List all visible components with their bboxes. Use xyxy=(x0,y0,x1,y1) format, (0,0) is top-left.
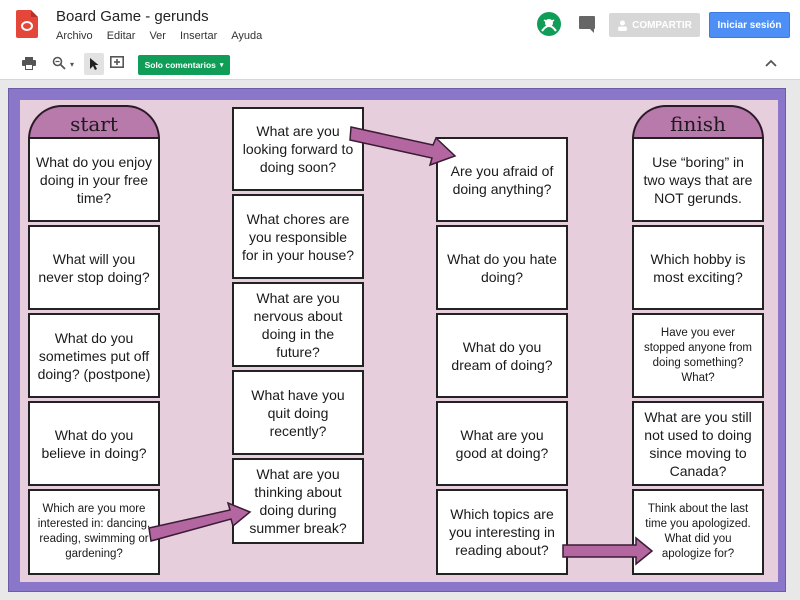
signin-button[interactable]: Iniciar sesión xyxy=(709,12,790,38)
finish-label: finish xyxy=(632,105,764,139)
comment-mode-button[interactable]: Solo comentarios ▾ xyxy=(138,55,230,75)
board-card: What will you never stop doing? xyxy=(28,225,160,310)
zoom-icon[interactable] xyxy=(52,56,66,70)
board-card: Think about the last time you apologized… xyxy=(632,489,764,575)
menu-archivo[interactable]: Archivo xyxy=(56,30,93,42)
menu-ver[interactable]: Ver xyxy=(149,30,166,42)
start-label: start xyxy=(28,105,160,139)
board-card: Are you afraid of doing anything? xyxy=(436,137,568,222)
board-card: Use “boring” in two ways that are NOT ge… xyxy=(632,137,764,222)
board-card: What are you looking forward to doing so… xyxy=(232,107,364,191)
menu-insertar[interactable]: Insertar xyxy=(179,30,218,42)
collapse-chevron-up-icon[interactable] xyxy=(765,59,777,67)
board-card: Which are you more interested in: dancin… xyxy=(28,489,160,575)
board-card: What have you quit doing recently? xyxy=(232,370,364,455)
board-card: What are you thinking about doing during… xyxy=(232,458,364,544)
board-card: What chores are you responsible for in y… xyxy=(232,194,364,279)
board-card: What do you hate doing? xyxy=(436,225,568,310)
collaborator-avatar[interactable] xyxy=(537,12,561,36)
document-title[interactable]: Board Game - gerunds xyxy=(56,8,209,25)
board-card: Which topics are you interesting in read… xyxy=(436,489,568,575)
add-comment-icon[interactable] xyxy=(110,56,124,70)
toolbar: ▾ Solo comentarios ▾ xyxy=(0,48,800,80)
comments-icon[interactable] xyxy=(579,16,595,33)
board-card: What are you still not used to doing sin… xyxy=(632,401,764,486)
zoom-dropdown-icon[interactable]: ▾ xyxy=(70,60,75,69)
lock-person-icon xyxy=(618,20,628,31)
board-card: What do you sometimes put off doing? (po… xyxy=(28,313,160,398)
cursor-icon xyxy=(90,58,99,70)
board-card: What are you nervous about doing in the … xyxy=(232,282,364,367)
anonymous-animal-icon xyxy=(541,19,557,32)
board-card: What do you dream of doing? xyxy=(436,313,568,398)
board-card: What do you enjoy doing in your free tim… xyxy=(28,137,160,222)
board-card: Which hobby is most exciting? xyxy=(632,225,764,310)
select-tool-button[interactable] xyxy=(84,53,104,75)
print-icon[interactable] xyxy=(22,57,36,70)
menu-bar: Archivo Editar Ver Insertar Ayuda xyxy=(56,30,262,42)
chevron-down-icon: ▾ xyxy=(219,62,224,69)
menu-editar[interactable]: Editar xyxy=(106,30,136,42)
app-header: Board Game - gerunds Archivo Editar Ver … xyxy=(0,0,800,48)
share-button-label: COMPARTIR xyxy=(632,19,692,31)
comment-mode-label: Solo comentarios xyxy=(144,60,216,70)
share-button[interactable]: COMPARTIR xyxy=(609,13,700,37)
menu-ayuda[interactable]: Ayuda xyxy=(231,30,263,42)
board-card: Have you ever stopped anyone from doing … xyxy=(632,313,764,398)
board-card: What do you believe in doing? xyxy=(28,401,160,486)
board-card: What are you good at doing? xyxy=(436,401,568,486)
slides-app-icon[interactable] xyxy=(16,10,38,38)
